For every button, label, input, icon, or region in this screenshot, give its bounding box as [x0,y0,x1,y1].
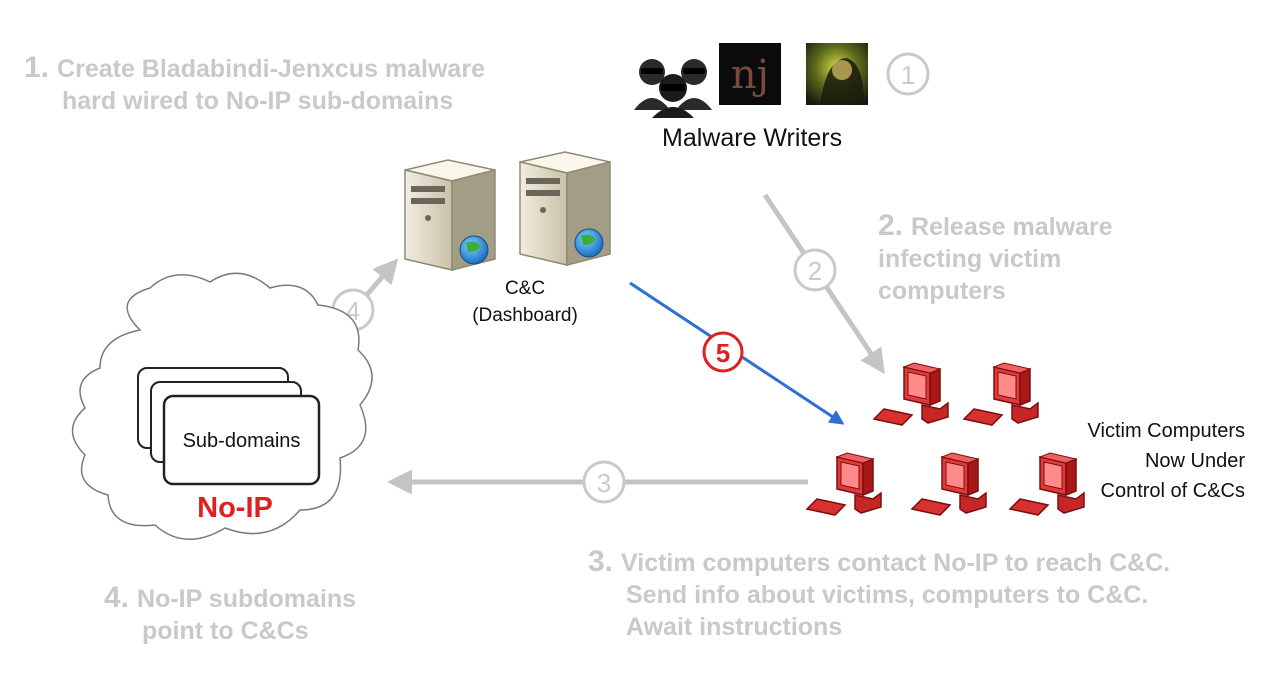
malware-writers-label: Malware Writers [662,124,843,152]
victim-computer-icon [1008,452,1085,516]
subdomains-stack [137,367,321,486]
arrow-number-3: 3 [582,460,626,504]
hackers-group-icon [634,59,712,118]
arrow-number-2: 2 [793,248,837,292]
writer-portrait-avatar [806,43,868,105]
step-2-text: 2.Release malware infecting victim compu… [878,209,1113,306]
globe-icon [574,228,604,258]
svg-text:3: 3 [597,468,611,498]
step-1-text: 1.Create Bladabindi-Jenxcus malware hard… [24,51,485,116]
step-4-text: 4.No-IP subdomains point to C&Cs [104,581,357,646]
svg-text:nj: nj [731,52,769,98]
subdomains-label: Sub-domains [182,430,301,452]
nj-logo: nj [719,43,781,105]
arrow-number-1: 1 [886,52,930,96]
victim-computer-icon [962,362,1039,426]
victim-computer-icon [805,452,882,516]
victim-computers-label: Victim Computers Now Under Control of C&… [1087,420,1245,502]
step-3-text: 3.Victim computers contact No-IP to reac… [588,545,1171,642]
victim-computers-group [805,362,1085,516]
cc-server-1 [404,159,496,271]
arrow-number-5: 5 [702,331,744,373]
svg-text:2: 2 [808,256,822,286]
globe-icon [459,235,489,265]
cc-label: C&C (Dashboard) [472,278,578,326]
svg-text:5: 5 [716,338,730,368]
cc-server-2 [519,151,611,266]
svg-text:1: 1 [901,60,915,90]
noip-label: No-IP [197,492,273,524]
victim-computer-icon [910,452,987,516]
victim-computer-icon [872,362,949,426]
